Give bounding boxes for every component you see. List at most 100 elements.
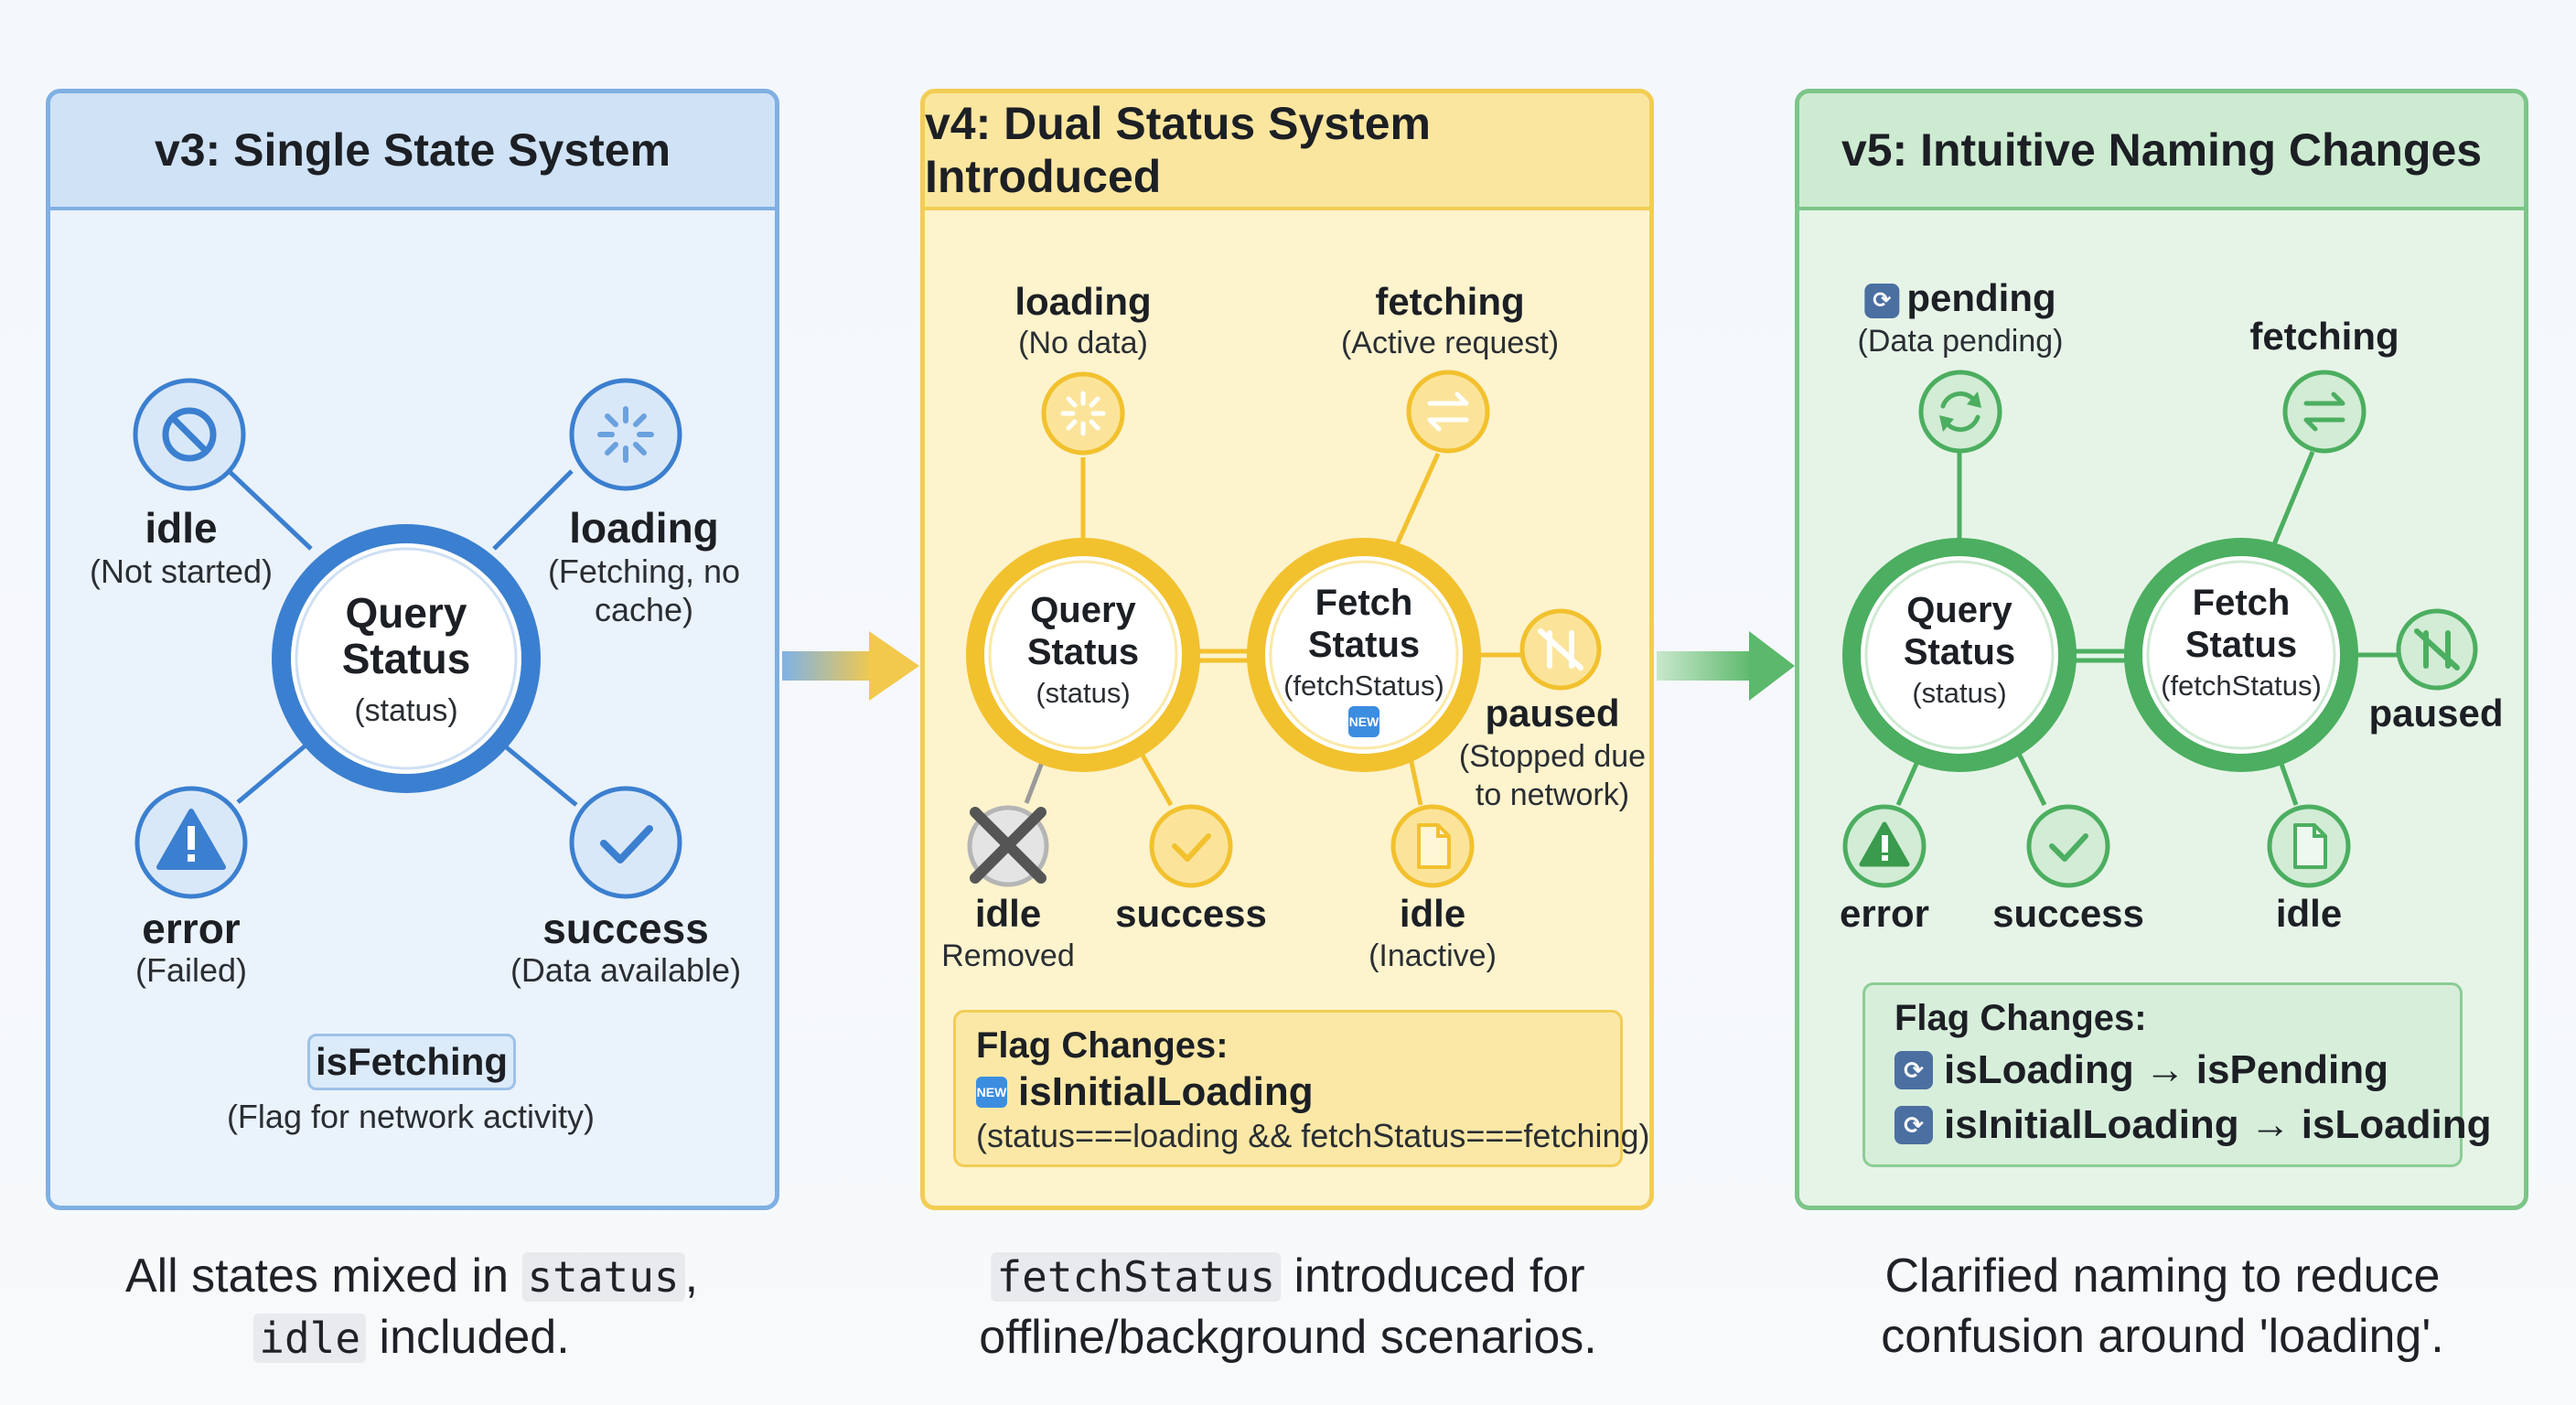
hub-label-line2: Status <box>1903 632 2016 672</box>
state-fetching-sub: (Active request) <box>1340 326 1560 360</box>
caption-v4-line1: fetchStatus introduced for <box>979 1246 1596 1307</box>
query-status-hub-label: Query Status <box>1904 589 2015 673</box>
arrows-exchange-icon <box>1406 370 1490 454</box>
state-idle-label: idle <box>1399 892 1466 935</box>
transition-arrow-v4-v5 <box>1657 631 1795 701</box>
state-idle-sub: (Not started) <box>89 552 274 590</box>
fetch-status-hub-label: Fetch Status <box>1308 582 1420 666</box>
hub-label-line1: Query <box>1906 590 2012 630</box>
hub-label-line1: Query <box>1030 590 1136 630</box>
panel-v3-connectors <box>222 465 578 807</box>
state-paused-sub: (Stopped due to network) <box>1459 737 1646 814</box>
state-pending-sub: (Data pending) <box>1857 324 2064 359</box>
state-success-label: success <box>1115 892 1267 935</box>
flag-rename2-to: isLoading <box>2301 1102 2492 1147</box>
flag-note: (status===loading && fetchStatus===fetch… <box>976 1117 1650 1154</box>
state-idle-label: idle <box>145 504 218 552</box>
query-status-hub-label: Query Status <box>342 590 471 681</box>
hub-label-line2: Status <box>2184 625 2298 665</box>
query-status-hub-v4 <box>966 538 1200 772</box>
state-idle-sub: (Inactive) <box>1368 938 1497 973</box>
caption-v3-line1: All states mixed in status, <box>125 1246 698 1307</box>
new-badge-icon: NEW <box>1348 706 1379 737</box>
panel-v5-title: v5: Intuitive Naming Changes <box>1799 93 2524 210</box>
caption-v3-text3: included. <box>366 1311 570 1364</box>
check-icon <box>1149 804 1233 888</box>
panel-v3-title: v3: Single State System <box>50 93 775 210</box>
query-status-hub-v5 <box>1842 538 2077 772</box>
state-error-sub: (Failed) <box>134 951 248 989</box>
query-status-hub-v3 <box>272 524 541 793</box>
fetch-status-hub-label: Fetch Status <box>2185 582 2297 666</box>
state-loading-sub-line2: cache) <box>594 591 694 628</box>
caption-v3-line2: idle included. <box>125 1307 698 1368</box>
document-icon <box>1390 804 1475 888</box>
state-loading-sub-line1: (Fetching, no <box>547 552 741 590</box>
refresh-icon: ⟳ <box>1864 283 1900 318</box>
state-paused-label: paused <box>1485 692 1620 735</box>
hub-label-line2: Status <box>1026 632 1140 672</box>
state-error-label: error <box>1839 892 1930 935</box>
caption-v4-code-fetchstatus: fetchStatus <box>991 1252 1282 1302</box>
state-loading-label: loading <box>569 504 719 552</box>
refresh-icon: ⟳ <box>1894 1051 1933 1089</box>
state-pending-label: ⟳pending <box>1864 276 2056 320</box>
fetch-status-hub-sub: (fetchStatus) <box>2161 670 2322 702</box>
flag-changes-title: Flag Changes: <box>1894 998 2147 1038</box>
state-success-label: success <box>1992 892 2144 935</box>
flag-rename2-from: isInitialLoading <box>1944 1102 2239 1147</box>
pause-slash-icon <box>2396 608 2478 691</box>
arrows-exchange-icon <box>2282 370 2367 454</box>
spinner-icon <box>1041 371 1125 456</box>
isfetching-flag-note: (Flag for network activity) <box>226 1098 596 1135</box>
state-loading-sub: (Fetching, no cache) <box>548 552 740 629</box>
query-status-hub-sub: (status) <box>1912 677 2007 709</box>
new-badge-text: NEW <box>1348 706 1379 737</box>
hub-label-line1: Fetch <box>1315 583 1413 623</box>
hub-label-line2: Status <box>341 635 471 682</box>
flag-rename-isinitialloading: ⟳ isInitialLoading → isLoading <box>1894 1102 2491 1148</box>
state-idle-removed-sub: Removed <box>941 938 1075 973</box>
caption-v5: Clarified naming to reduce confusion aro… <box>1881 1246 2443 1367</box>
refresh-icon <box>1918 370 2002 454</box>
caption-v4-text1: introduced for <box>1281 1249 1585 1303</box>
state-paused-sub-line1: (Stopped due <box>1458 739 1647 774</box>
check-icon <box>2026 804 2110 888</box>
fetch-status-hub-v4 <box>1247 538 1481 772</box>
panel-v4-title: v4: Dual Status System Introduced <box>925 93 1649 210</box>
document-icon <box>2267 804 2351 888</box>
check-icon <box>569 786 682 899</box>
warning-icon <box>1842 804 1927 888</box>
state-pending-text: pending <box>1906 276 2056 319</box>
state-loading-label: loading <box>1014 280 1152 323</box>
flag-changes-box-v4: Flag Changes: NEW isInitialLoading (stat… <box>953 1010 1650 1167</box>
hub-label-line1: Fetch <box>2192 583 2291 623</box>
arrow-right-icon: → <box>2249 1102 2291 1147</box>
state-loading-sub: (No data) <box>1018 326 1148 360</box>
caption-v4: fetchStatus introduced for offline/backg… <box>979 1246 1596 1367</box>
panel-v5: v5: Intuitive Naming Changes <box>1795 89 2528 1210</box>
fetch-status-hub-sub: (fetchStatus) <box>1283 670 1444 702</box>
flag-rename1-from: isLoading <box>1944 1047 2134 1092</box>
state-idle-label: idle <box>2275 892 2343 935</box>
caption-v3-text1: All states mixed in <box>124 1249 522 1303</box>
state-fetching-label: fetching <box>2249 315 2399 358</box>
panel-v4: v4: Dual Status System Introduced <box>920 89 1654 1210</box>
state-idle-removed-label: idle <box>974 892 1042 935</box>
removed-x-icon <box>967 805 1049 887</box>
spinner-icon <box>569 378 682 491</box>
refresh-icon: ⟳ <box>1894 1106 1933 1144</box>
state-success-label: success <box>542 905 709 952</box>
fetch-status-hub-v5 <box>2124 538 2358 772</box>
hub-label-line1: Query <box>345 589 467 637</box>
state-success-sub: (Data available) <box>510 951 742 989</box>
caption-v3: All states mixed in status, idle include… <box>125 1246 698 1368</box>
new-badge-icon: NEW <box>976 1077 1007 1108</box>
arrow-right-icon: → <box>2144 1047 2185 1092</box>
caption-v5-line1: Clarified naming to reduce <box>1884 1249 2441 1303</box>
query-status-hub-sub: (status) <box>1036 677 1131 709</box>
panel-v3: v3: Single State System <box>46 89 779 1210</box>
caption-v3-code-idle: idle <box>253 1314 367 1363</box>
